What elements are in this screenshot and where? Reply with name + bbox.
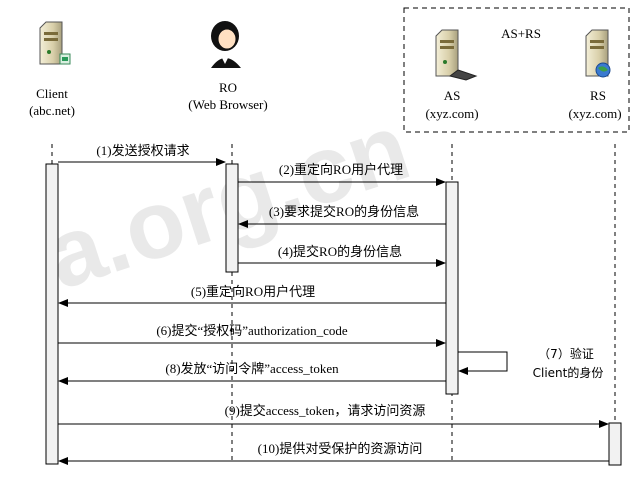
self-note-line-2: Client的身份 (532, 366, 604, 380)
rs-name: RS (590, 88, 606, 103)
user-avatar-icon (211, 21, 241, 68)
as-activation (445, 181, 459, 395)
message-7-self-arrow (458, 351, 508, 375)
server-client-icon (39, 21, 71, 65)
client-domain: (abc.net) (29, 103, 75, 118)
as-rs-group-label: AS+RS (501, 26, 541, 41)
self-note-line-1: （7）验证 (538, 347, 594, 361)
ro-activation (225, 163, 239, 273)
message-10-label: (10)提供对受保护的资源访问 (257, 441, 423, 456)
client-activation (45, 163, 59, 465)
rs-domain: (xyz.com) (568, 106, 622, 121)
ro-name: RO (218, 80, 238, 95)
message-3-label: (3)要求提交RO的身份信息 (268, 204, 420, 219)
server-rs-icon (585, 29, 611, 78)
as-domain: (xyz.com) (425, 106, 479, 121)
message-9-label: (9)提交access_token，请求访问资源 (224, 403, 426, 418)
message-8-label: (8)发放“访问令牌”access_token (165, 361, 339, 376)
message-6-label: (6)提交“授权码”authorization_code (156, 323, 348, 338)
as-name: AS (443, 88, 461, 103)
client-name: Client (36, 86, 68, 101)
ro-sub: (Web Browser) (188, 97, 268, 112)
as-rs-group-box (403, 7, 630, 133)
message-5-label: (5)重定向RO用户代理 (190, 284, 316, 299)
server-as-icon (435, 29, 478, 81)
message-4-label: (4)提交RO的身份信息 (277, 244, 403, 259)
rs-activation (608, 422, 622, 466)
message-2-label: (2)重定向RO用户代理 (278, 162, 404, 177)
message-1-label: (1)发送授权请求 (96, 143, 190, 158)
